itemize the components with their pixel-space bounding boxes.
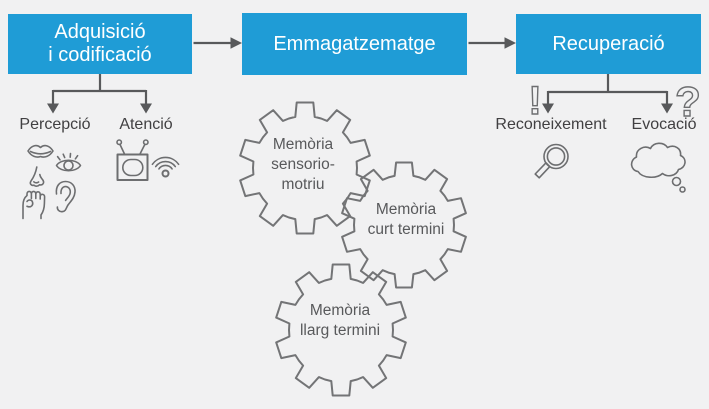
magnifier-icon <box>534 143 569 179</box>
gear-label-long-term-memory: Memòria llarg termini <box>299 302 381 339</box>
stage-box-storage: Emmagatzematge <box>242 13 467 75</box>
wifi-icon <box>151 156 180 178</box>
svg-text:?: ? <box>675 78 701 125</box>
stage-label-acquisition: Adquisició i codificació <box>48 21 152 66</box>
branch-label-perception: Percepció <box>19 116 91 133</box>
thought-cloud-icon <box>630 142 686 193</box>
gear-sensorimotor-memory <box>239 101 371 235</box>
branch-label-evocation: Evocació <box>631 116 697 133</box>
stage-box-acquisition: Adquisició i codificació <box>8 14 192 74</box>
lips-icon <box>27 144 54 158</box>
ear-icon <box>55 180 76 213</box>
nose-icon <box>29 166 45 187</box>
stage-label-retrieval: Recuperació <box>552 32 665 55</box>
gear-short-term-memory <box>341 161 467 289</box>
gear-label-short-term-memory: Memòria curt termini <box>367 201 445 238</box>
branch-label-recognition: Reconeixement <box>495 116 607 133</box>
stage-box-retrieval: Recuperació <box>516 14 701 74</box>
gear-label-sensorimotor-memory: Memòria sensorio- motriu <box>271 136 335 193</box>
tv-icon <box>116 139 149 181</box>
question-icon: ? <box>674 77 701 125</box>
gear-long-term-memory <box>275 263 407 397</box>
svg-text:!: ! <box>528 79 541 123</box>
branch-label-attention: Atenció <box>119 116 173 133</box>
arrow-acquisition-to-storage <box>193 37 242 49</box>
hand-icon <box>22 190 46 220</box>
arrow-storage-to-retrieval <box>468 37 516 49</box>
stage-label-storage: Emmagatzematge <box>273 32 436 55</box>
exclamation-icon: ! <box>528 78 543 123</box>
eye-icon <box>55 152 82 172</box>
acquisition-branch-lines <box>47 74 152 114</box>
retrieval-branch-lines <box>542 74 673 114</box>
